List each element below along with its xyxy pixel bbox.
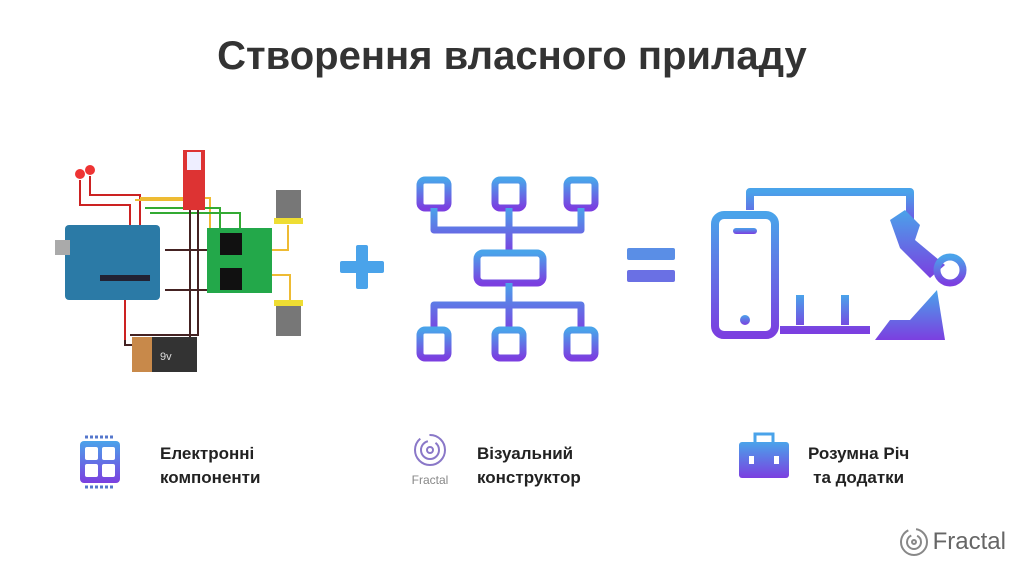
brand-logo: Fractal bbox=[899, 527, 1006, 557]
smart-devices-icon bbox=[711, 188, 967, 340]
feature-line: компоненти bbox=[160, 468, 261, 487]
equals-icon bbox=[627, 248, 675, 282]
feature-line: Візуальний bbox=[477, 444, 574, 463]
page-title: Створення власного приладу bbox=[217, 34, 807, 78]
feature-line: Розумна Річ bbox=[808, 444, 910, 463]
feature-line: конструктор bbox=[477, 468, 581, 487]
circuit-diagram-image: 9v bbox=[55, 150, 303, 372]
feature-constructor-label: Візуальний конструктор bbox=[477, 442, 581, 490]
fractal-spiral-icon bbox=[899, 528, 928, 556]
fractal-logo: Fractal bbox=[405, 432, 455, 487]
briefcase-icon bbox=[739, 432, 789, 478]
plus-icon bbox=[340, 245, 384, 289]
feature-smart-thing-label: Розумна Річ та додатки bbox=[808, 442, 909, 490]
fractal-logo-text: Fractal bbox=[411, 473, 449, 487]
fractal-spiral-icon bbox=[414, 434, 446, 466]
feature-line: та додатки bbox=[813, 468, 905, 487]
hierarchy-diagram-icon bbox=[416, 176, 599, 362]
battery-label: 9v bbox=[160, 351, 172, 363]
feature-electronics-label: Електронні компоненти bbox=[160, 442, 260, 490]
feature-line: Електронні bbox=[160, 444, 255, 463]
microchip-icon bbox=[80, 435, 120, 489]
brand-name: Fractal bbox=[932, 528, 1006, 555]
